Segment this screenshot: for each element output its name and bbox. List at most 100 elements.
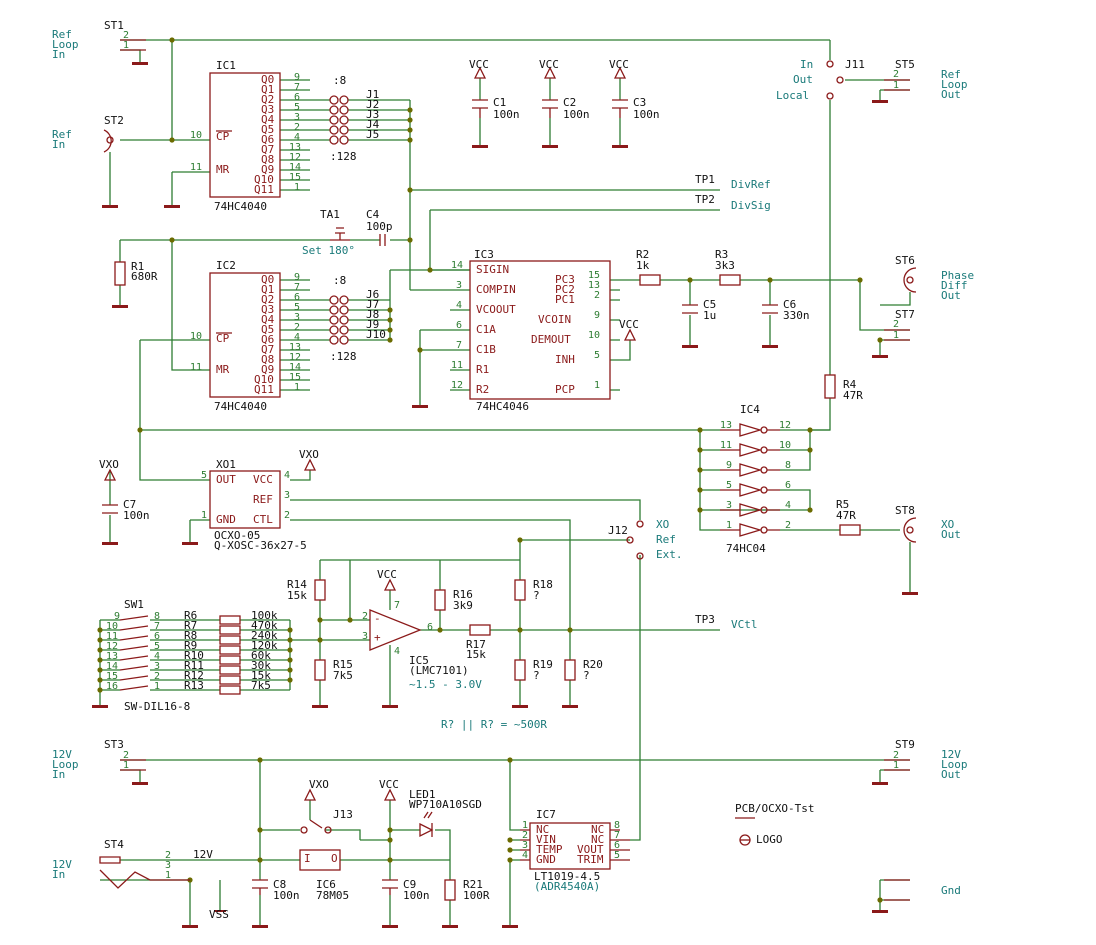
ic2-pin11: 11 [190, 362, 202, 373]
tp3: TP3 [695, 613, 715, 626]
ic1-pin3: 3 [294, 112, 300, 123]
12v-loop-in-l3: In [52, 768, 65, 781]
vcc-ic5: VCC [377, 568, 397, 581]
r1-val: 680R [131, 270, 158, 283]
sw1-r7: 7 [154, 621, 160, 632]
sw1-l12: 12 [106, 641, 118, 652]
st8-ref: ST8 [895, 504, 915, 517]
r3-ref: R3 [715, 248, 728, 261]
ic2-part: 74HC4040 [214, 400, 267, 413]
ic1-pin13: 13 [289, 142, 301, 153]
r19-ref: R19 [533, 658, 553, 671]
ic3-c1b: C1B [476, 343, 496, 356]
components [99, 39, 917, 901]
xo1-out: OUT [216, 473, 236, 486]
ic1-q9: Q9 [261, 163, 274, 176]
ic2-pin4: 4 [294, 332, 300, 343]
st1-ref: ST1 [104, 19, 124, 32]
ic2-pin5: 5 [294, 302, 300, 313]
ic1-q2: Q2 [261, 93, 274, 106]
xo1-pin5: 5 [201, 470, 207, 481]
st9-ref: ST9 [895, 738, 915, 751]
ic1-q6: Q6 [261, 133, 274, 146]
sw1-l14: 14 [106, 661, 118, 672]
ic3-pcp: PCP [555, 383, 575, 396]
c4-val: 100p [366, 220, 393, 233]
c8-val: 100n [273, 889, 300, 902]
sw1-l15: 15 [106, 671, 118, 682]
ic5-plus: + [374, 631, 381, 644]
xo1-pin1: 1 [201, 510, 207, 521]
ic7-pin1: 1 [522, 820, 528, 831]
c3-val: 100n [633, 108, 660, 121]
ic3-pin9: 9 [594, 310, 600, 321]
ic7-nc1: NC [536, 823, 549, 836]
r10-ref: R10 [184, 649, 204, 662]
r1-ref: R1 [131, 260, 144, 273]
xo1-model: Q-XOSC-36x27-5 [214, 539, 307, 552]
ic2-q6: Q6 [261, 333, 274, 346]
st5-ref: ST5 [895, 58, 915, 71]
xo1-pin4: 4 [284, 470, 290, 481]
sw1-l10: 10 [106, 621, 118, 632]
12v-in-l1: 12V [52, 858, 72, 871]
c4-ref: C4 [366, 208, 380, 221]
r4-val: 47R [843, 389, 863, 402]
sw1-l9: 9 [114, 611, 120, 622]
ic6-i: I [304, 852, 311, 865]
ic3-pin13: 13 [588, 280, 600, 291]
ta1-ref: TA1 [320, 208, 340, 221]
wire-junctions [97, 37, 883, 903]
ic2-q0: Q0 [261, 273, 274, 286]
ic6-o: O [331, 852, 338, 865]
ic2-pin14: 14 [289, 362, 301, 373]
ic3-pc2: PC2 [555, 283, 575, 296]
r2-val: 1k [636, 259, 650, 272]
r8-ref: R8 [184, 629, 197, 642]
xo1-pin2: 2 [284, 510, 290, 521]
ic7-part: LT1019-4.5 [534, 870, 600, 883]
ref-in-l1: Ref [52, 128, 72, 141]
ic7-pin5: 5 [614, 850, 620, 861]
ic5-part: (LMC7101) [409, 664, 469, 677]
gnd-label: Gnd [941, 884, 961, 897]
ic3-pin12: 12 [451, 380, 463, 391]
st3-pin1: 1 [123, 760, 129, 771]
12v-loop-in-l1: 12V [52, 748, 72, 761]
c7-val: 100n [123, 509, 150, 522]
ic7-vout: VOUT [577, 843, 604, 856]
j10: J10 [366, 328, 386, 341]
ic4-pin8: 8 [785, 460, 791, 471]
ic2-pin13: 13 [289, 342, 301, 353]
c5-val: 1u [703, 309, 716, 322]
ic3-vcoin: VCOIN [538, 313, 571, 326]
c2-val: 100n [563, 108, 590, 121]
ic1-pin10: 10 [190, 130, 202, 141]
ic7-trim: TRIM [577, 853, 604, 866]
r15-ref: R15 [333, 658, 353, 671]
divref: DivRef [731, 178, 771, 191]
ic3-pin4: 4 [456, 300, 462, 311]
ic7-pin4: 4 [522, 850, 528, 861]
r21-ref: R21 [463, 878, 483, 891]
ic2-ref: IC2 [216, 259, 236, 272]
ref-loop-in-l2: Loop [52, 38, 79, 51]
ic3-pin7: 7 [456, 340, 462, 351]
ic4-pin13: 13 [720, 420, 732, 431]
sw1-l11: 11 [106, 631, 118, 642]
ic7-nc7: NC [591, 833, 604, 846]
r-parallel-note: R? || R? = ~500R [441, 718, 547, 731]
sw1-r1: 1 [154, 681, 160, 692]
ic3-pin11: 11 [451, 360, 463, 371]
ic1-pin7: 7 [294, 82, 300, 93]
ic1-q0: Q0 [261, 73, 274, 86]
ic2-q5: Q5 [261, 323, 274, 336]
st7-ref: ST7 [895, 308, 915, 321]
ic3-ref: IC3 [474, 248, 494, 261]
ic3-r2: R2 [476, 383, 489, 396]
ic1-q1: Q1 [261, 83, 274, 96]
sw1-r5: 5 [154, 641, 160, 652]
ic5-minus: - [374, 612, 381, 625]
r2-ref: R2 [636, 248, 649, 261]
ic3-vcoout: VCOOUT [476, 303, 516, 316]
